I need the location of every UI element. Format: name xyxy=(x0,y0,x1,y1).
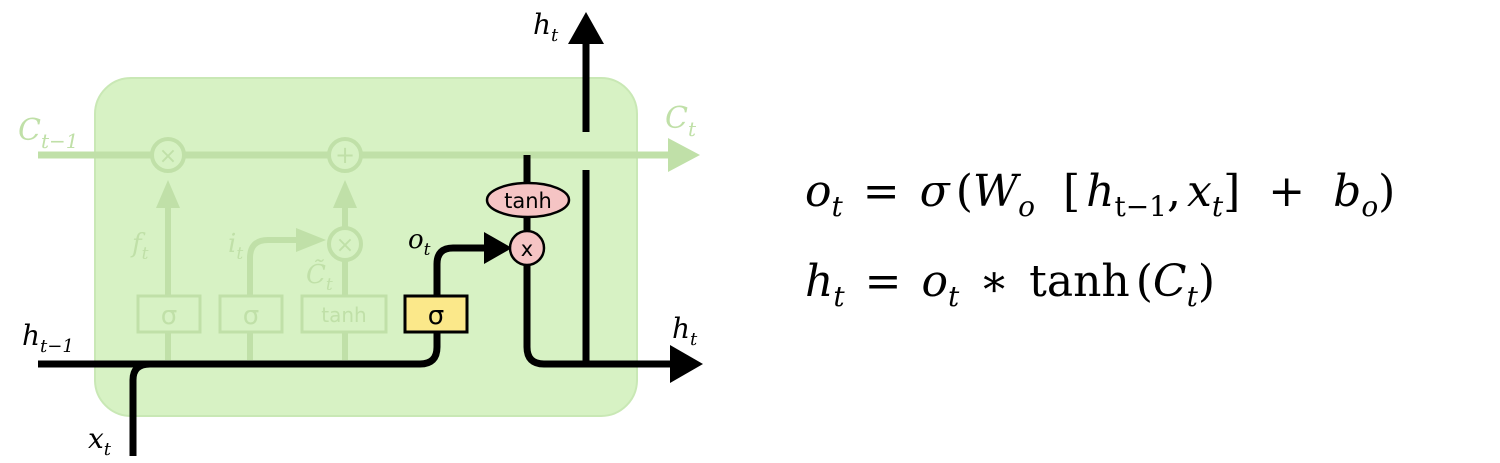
label-h-prev: ht−1 xyxy=(22,319,74,357)
svg-text:σ: σ xyxy=(243,301,259,331)
svg-text:tanh: tanh xyxy=(504,189,552,213)
svg-text:ot: ot xyxy=(408,225,431,260)
label-x-in: xt xyxy=(88,422,112,460)
equation-output-gate: ot = σ(Wo [ht−1,xt] + bo) xyxy=(805,166,1396,223)
label-c-out: Ct xyxy=(665,101,697,141)
svg-text:×: × xyxy=(159,144,177,169)
cell-add-op: + xyxy=(327,137,363,173)
svg-text:×: × xyxy=(336,233,354,258)
forget-multiply-op: × xyxy=(150,137,186,173)
svg-text:x: x xyxy=(521,237,533,261)
active-arrowheads xyxy=(484,12,703,383)
lstm-output-gate-diagram: × + × σ σ tanh Ct−1 Ct ft it C̃t xyxy=(18,8,703,460)
svg-text:C̃t: C̃t xyxy=(306,259,333,295)
label-o-gate: ot xyxy=(408,225,431,260)
svg-text:ht: ht xyxy=(672,312,698,350)
label-c-prev: Ct−1 xyxy=(18,113,79,153)
svg-text:xt: xt xyxy=(88,422,112,460)
output-tanh-op: tanh xyxy=(485,181,571,219)
input-gate-sigma: σ xyxy=(218,294,284,334)
active-paths xyxy=(38,42,676,456)
svg-text:σ: σ xyxy=(428,301,444,331)
output-gate-equations: ot = σ(Wo [ht−1,xt] + bo) ht = ot ∗ tanh… xyxy=(805,170,1485,350)
output-gate-sigma: σ xyxy=(403,294,469,334)
svg-text:tanh: tanh xyxy=(321,303,366,327)
candidate-tanh: tanh xyxy=(300,294,388,334)
label-c-tilde: C̃t xyxy=(306,259,333,295)
svg-text:Ct: Ct xyxy=(665,101,697,141)
faded-arrowheads xyxy=(156,180,357,252)
svg-text:it: it xyxy=(228,229,243,264)
equation-hidden-state: ht = ot ∗ tanh(Ct) xyxy=(805,256,1216,313)
svg-text:σ: σ xyxy=(161,301,177,331)
svg-text:+: + xyxy=(335,141,355,169)
output-multiply-op: x xyxy=(508,229,546,267)
label-h-top: ht xyxy=(533,8,559,46)
label-h-right: ht xyxy=(672,312,698,350)
svg-text:ht−1: ht−1 xyxy=(22,319,74,357)
label-i-gate: it xyxy=(228,229,243,264)
svg-text:ht: ht xyxy=(533,8,559,46)
cell-state-arrowhead xyxy=(668,138,700,172)
svg-text:Ct−1: Ct−1 xyxy=(18,113,79,153)
forget-gate-sigma: σ xyxy=(136,294,202,334)
input-multiply-op: × xyxy=(327,226,363,262)
